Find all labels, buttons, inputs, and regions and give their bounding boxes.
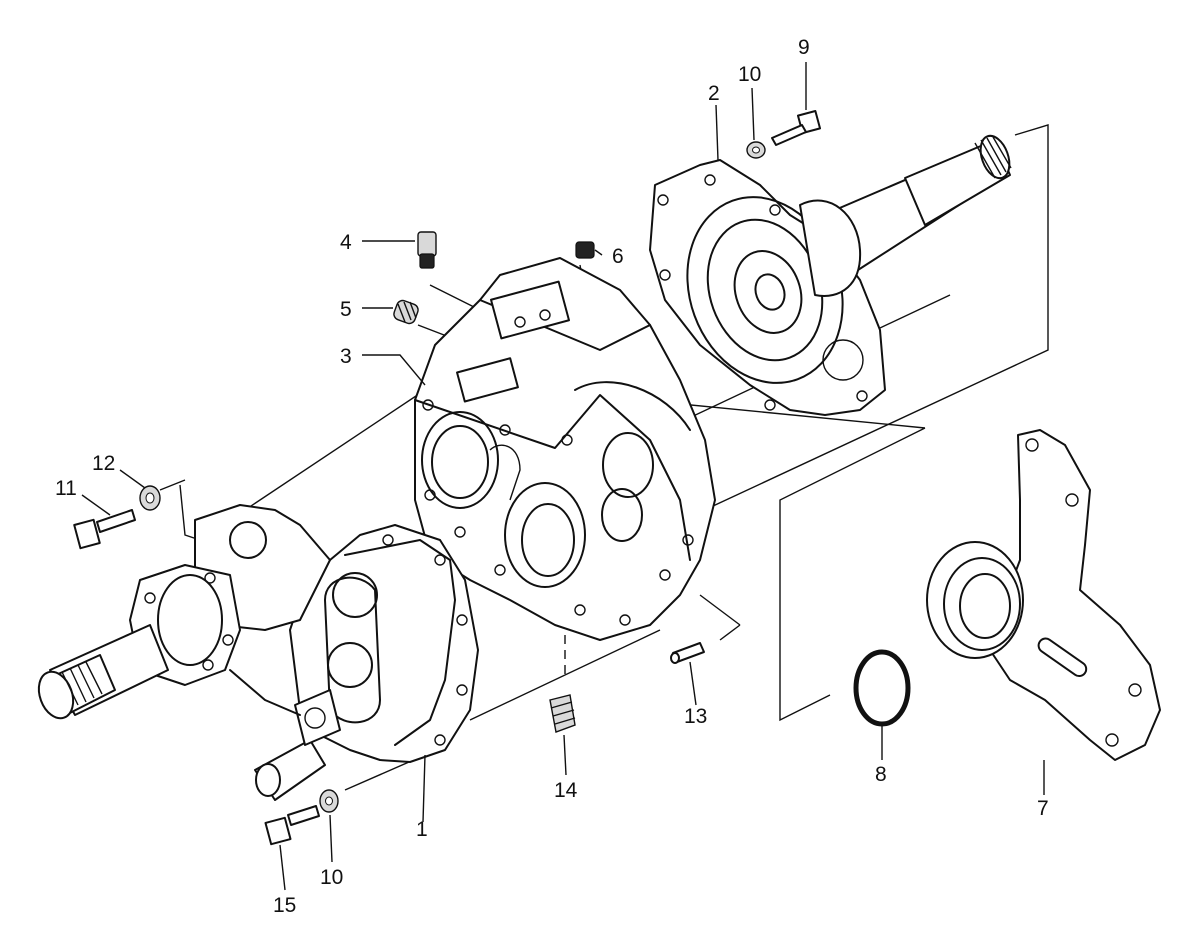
callout-6: 6 (612, 245, 624, 268)
callout-11: 11 (55, 477, 77, 500)
part-o-ring (853, 649, 911, 727)
callout-9: 9 (798, 36, 810, 59)
part-plug-4 (417, 231, 437, 269)
part-main-housing (414, 257, 716, 641)
callout-4: 4 (340, 231, 352, 254)
part-plug-6 (575, 241, 595, 259)
part-pump-body (254, 524, 479, 801)
part-output-shaft-left (37, 504, 331, 720)
callout-13: 13 (684, 705, 707, 728)
callout-2: 2 (708, 82, 720, 105)
callout-12: 12 (92, 452, 115, 475)
callout-3: 3 (340, 345, 352, 368)
callout-15: 15 (273, 894, 296, 917)
part-washer-10-lower (319, 789, 339, 813)
callout-1: 1 (416, 818, 428, 841)
part-plug-14 (549, 694, 576, 733)
part-plug-5 (393, 299, 419, 325)
part-bolt-11 (73, 509, 136, 550)
callout-10-upper: 10 (738, 63, 761, 86)
callout-14: 14 (554, 779, 578, 802)
part-mounting-bracket (926, 429, 1161, 761)
part-washer-10-upper (746, 141, 766, 159)
part-washer-12 (139, 485, 161, 511)
part-bolt-15 (264, 805, 320, 846)
callout-10-lower: 10 (320, 866, 343, 889)
part-dowel-pin-13 (670, 642, 705, 664)
callout-labels: 1 2 3 4 5 6 7 8 9 10 10 11 12 13 14 15 (55, 36, 1049, 917)
part-bolt-9 (771, 109, 822, 146)
callout-leaders (81, 62, 1045, 891)
part-output-shaft-right (799, 134, 1012, 297)
callout-7: 7 (1037, 797, 1049, 820)
callout-5: 5 (340, 298, 352, 321)
callout-8: 8 (875, 763, 887, 786)
part-end-cover (649, 159, 886, 416)
